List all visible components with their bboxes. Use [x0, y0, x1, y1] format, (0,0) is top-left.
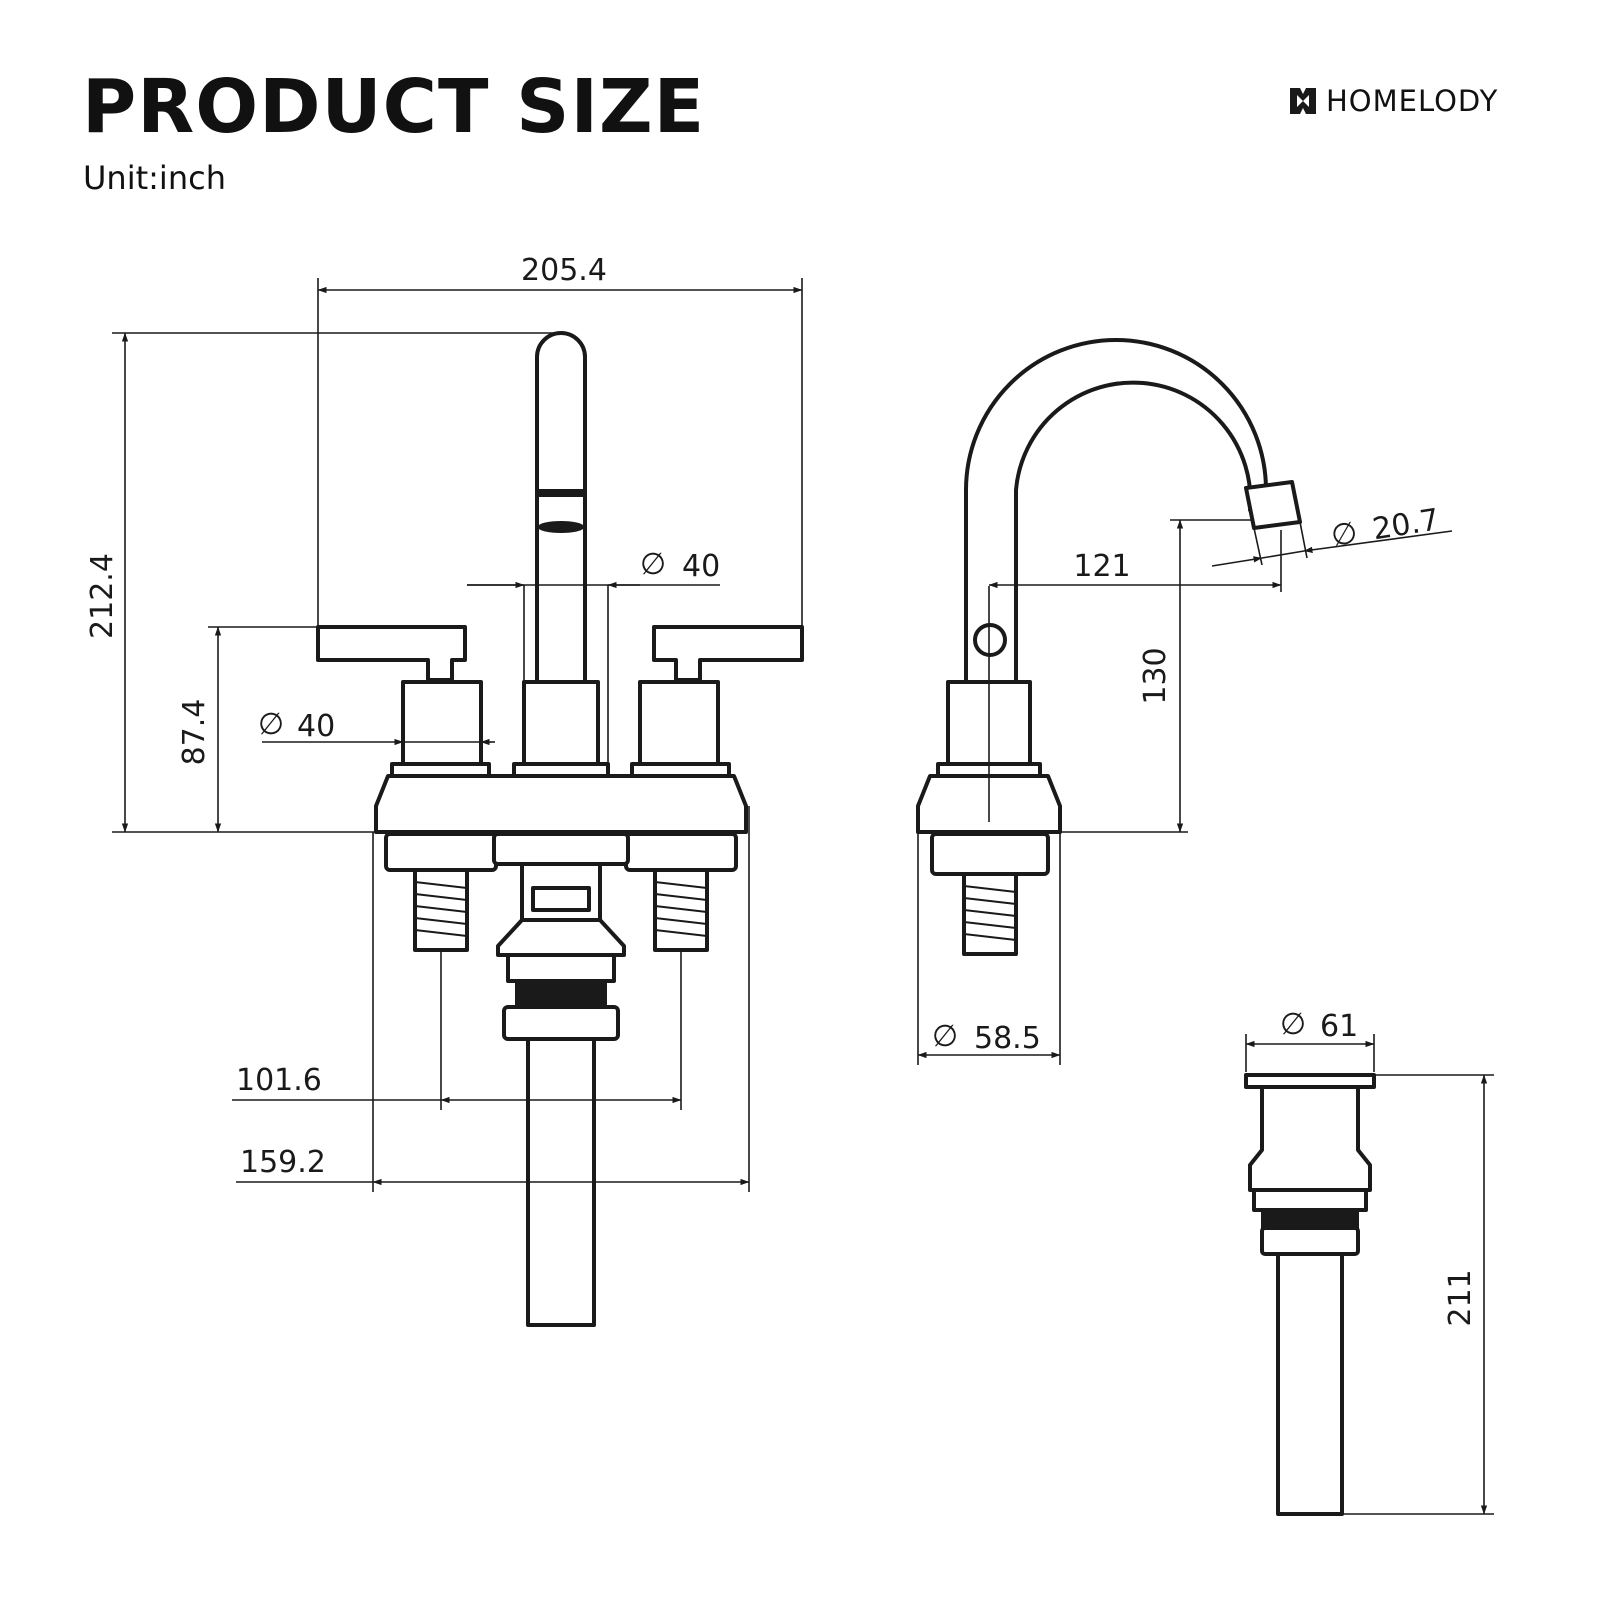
right-mount-nut [624, 832, 738, 872]
dimension-lines [112, 278, 1494, 1515]
dimension-labels: 205.4 212.4 87.4 ∅ 40 ∅ 40 101.6 159.2 1… [85, 253, 1478, 1327]
dim-base-width: 159.2 [240, 1145, 326, 1180]
dim-drain-diameter: 61 [1320, 1009, 1358, 1044]
dim-drain-height: 211 [1443, 1269, 1478, 1326]
homelody-logo-icon [1290, 88, 1316, 114]
left-handle-lever [316, 625, 467, 682]
dim-center-spacing: 101.6 [236, 1063, 322, 1098]
drain-coupling [1260, 1226, 1360, 1256]
brand-name: HOMELODY [1326, 83, 1499, 118]
front-view-faucet [316, 331, 804, 1327]
dim-spout-diameter: 40 [682, 549, 720, 584]
brand-logo: HOMELODY [1288, 86, 1498, 116]
side-spout-tip [1244, 480, 1302, 530]
drain-assembly [1244, 1073, 1376, 1516]
drain-body [1248, 1085, 1372, 1192]
center-coupling [502, 1005, 620, 1041]
page-title: PRODUCT SIZE [82, 64, 706, 150]
spout-tube [535, 331, 587, 684]
dim-spout-diameter-symbol: ∅ [640, 547, 666, 582]
unit-label: Unit:inch [83, 159, 226, 197]
dim-handle-height: 87.4 [177, 699, 212, 766]
drain-tailpiece [1276, 1252, 1344, 1516]
dim-handle-diameter-symbol: ∅ [258, 707, 284, 742]
dim-side-base-diameter: 58.5 [974, 1021, 1041, 1056]
dim-side-outlet-height: 130 [1138, 647, 1173, 704]
spout-body [522, 680, 600, 766]
dim-outlet-diameter-symbol: ∅ [1329, 515, 1360, 554]
dim-side-base-diameter-symbol: ∅ [932, 1019, 958, 1054]
side-handle-knob [973, 623, 1007, 657]
left-handle-body [401, 680, 483, 766]
side-spout-arc [964, 338, 1294, 684]
dim-overall-width: 205.4 [521, 253, 607, 288]
side-view-faucet [916, 338, 1302, 956]
dim-overall-height: 212.4 [85, 553, 120, 639]
center-mount-nut [492, 832, 630, 866]
side-mount-nut [930, 832, 1050, 876]
center-collar [506, 953, 616, 983]
base-plate [374, 774, 748, 834]
dim-drain-diameter-symbol: ∅ [1280, 1007, 1306, 1042]
dim-outlet-diameter: 20.7 [1370, 502, 1441, 547]
right-handle-lever [652, 625, 804, 682]
center-cone [496, 918, 626, 957]
dim-side-reach: 121 [1073, 549, 1130, 584]
dim-handle-diameter: 40 [297, 709, 335, 744]
right-handle-body [638, 680, 720, 766]
left-mount-nut [384, 832, 498, 872]
